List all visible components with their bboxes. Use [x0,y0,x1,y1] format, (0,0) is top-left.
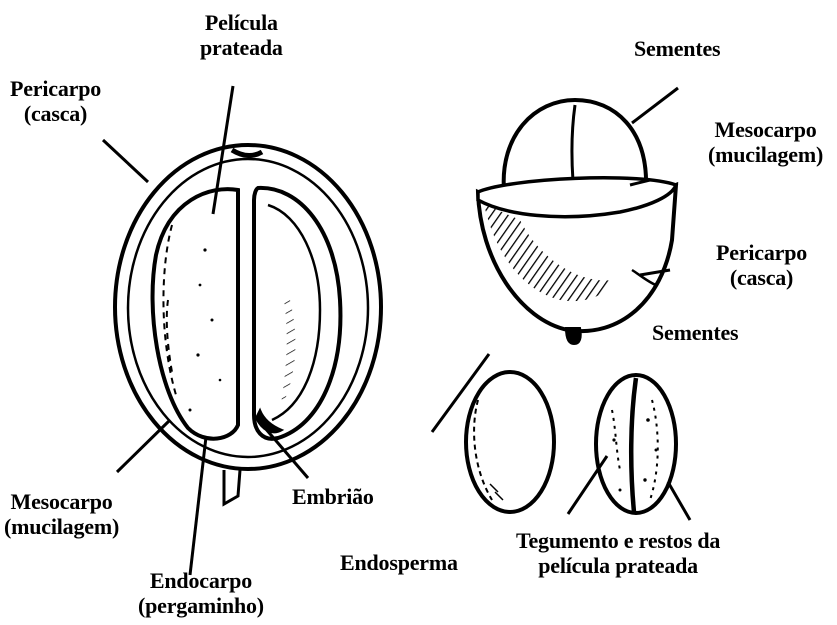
label-mesocarpo-left: Mesocarpo (mucilagem) [4,489,119,539]
cherry-cross-section [115,145,381,504]
leader-tegumento-2 [668,482,690,520]
leader-mesocarpo-left [117,420,170,472]
label-pericarpo-left: Pericarpo (casca) [10,76,101,126]
leader-lines-right-top [632,88,678,123]
label-pelicula-prateada: Película prateada [200,10,283,60]
cherry-nub [566,328,581,344]
seed-back [466,372,554,512]
label-embriao: Embrião [292,484,374,509]
leader-pericarpo-left [103,140,148,182]
separated-seeds [432,354,676,513]
label-endosperma: Endosperma [340,550,458,575]
cherry-stem-left [224,470,240,504]
leader-tegumento-1 [568,456,607,514]
label-endocarpo: Endocarpo (pergaminho) [138,568,264,618]
label-sementes-mid: Sementes [652,320,738,345]
leader-sementes-top [632,88,678,123]
cherry-open-view [478,100,676,344]
label-mesocarpo-right: Mesocarpo (mucilagem) [708,117,823,167]
label-tegumento: Tegumento e restos da película prateada [516,528,720,578]
label-pericarpo-right: Pericarpo (casca) [716,240,807,290]
label-sementes-top: Sementes [634,36,720,61]
